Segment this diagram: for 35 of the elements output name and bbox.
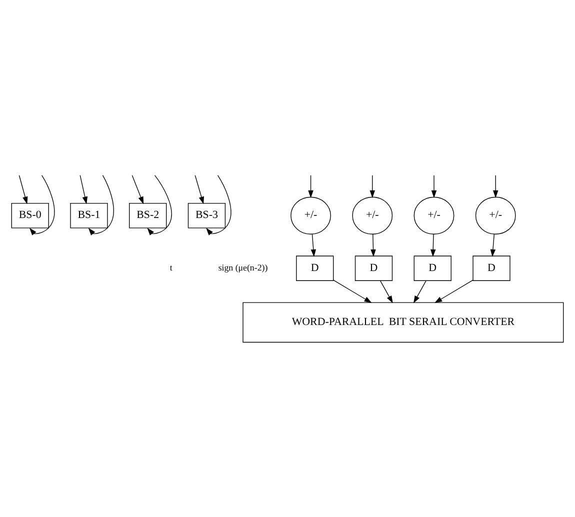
arrow	[147, 175, 172, 236]
node-box: WORD-PARALLEL BIT SERAIL CONVERTER	[242, 302, 564, 343]
node-circle: +/-	[414, 196, 454, 234]
node-box: BS-3	[188, 202, 226, 228]
arrow	[29, 175, 55, 236]
arrow	[434, 280, 474, 304]
arrow	[413, 280, 426, 304]
arrow	[310, 234, 316, 257]
arrow	[308, 175, 314, 198]
arrow	[370, 234, 376, 257]
arrow	[18, 175, 28, 204]
label: sign (μe(n-2))	[218, 262, 268, 273]
arrow	[206, 175, 232, 236]
arrow	[333, 280, 372, 304]
node-circle: +/-	[475, 196, 516, 234]
arrow	[80, 175, 88, 204]
label: t	[170, 262, 172, 273]
node-box: D	[354, 256, 393, 281]
node-box: BS-0	[11, 202, 49, 228]
arrow	[194, 175, 204, 204]
arrow	[380, 280, 393, 304]
arrow	[431, 175, 437, 198]
arrow	[132, 175, 144, 204]
arrow	[88, 175, 114, 236]
node-box: D	[296, 256, 334, 281]
arrow	[492, 175, 498, 198]
arrow	[370, 175, 376, 198]
node-circle: +/-	[352, 196, 393, 234]
node-box: D	[414, 256, 452, 281]
arrow	[490, 234, 496, 257]
node-circle: +/-	[290, 196, 331, 234]
node-box: BS-1	[70, 202, 108, 228]
arrow	[430, 234, 436, 257]
node-box: D	[472, 256, 510, 281]
node-box: BS-2	[129, 202, 167, 228]
